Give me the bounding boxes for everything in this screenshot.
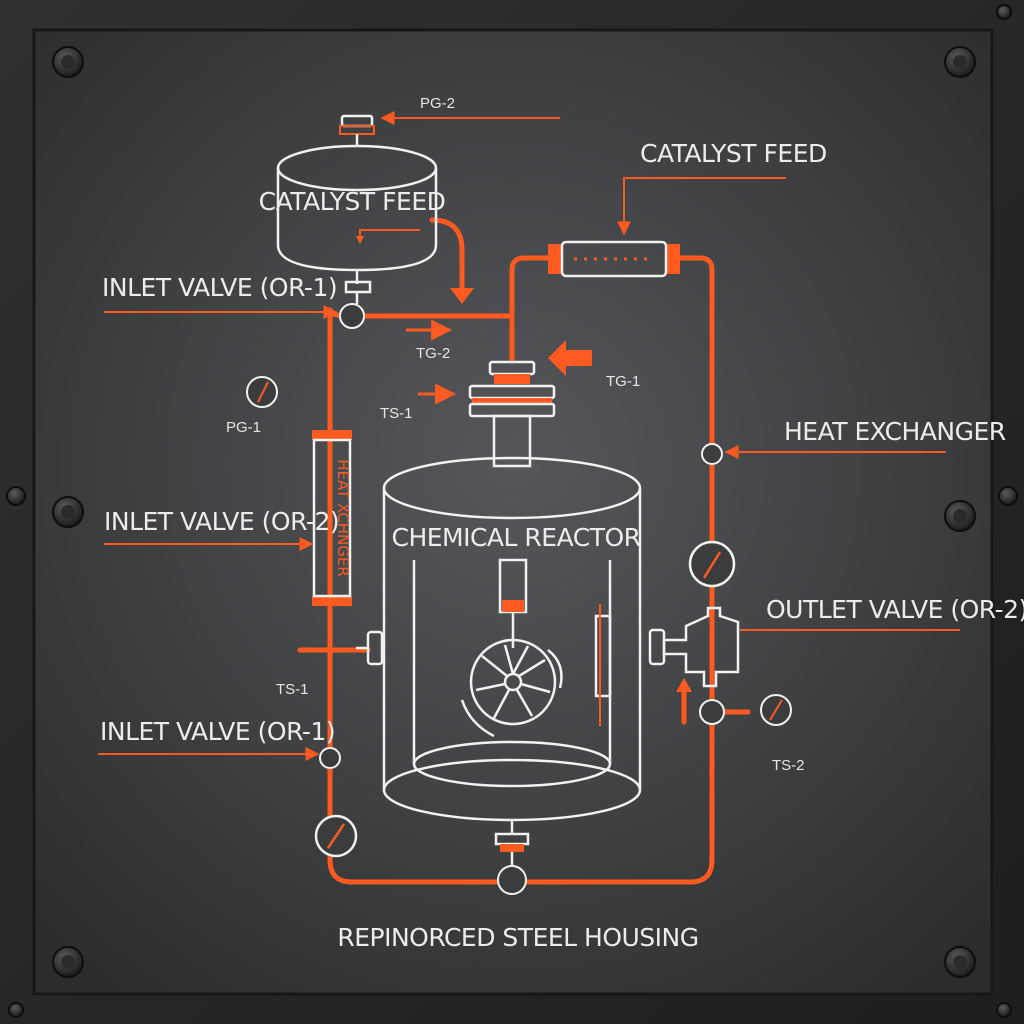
catalyst-drop-pipe	[429, 217, 465, 295]
ts1-bottom-label: TS-1	[276, 681, 309, 698]
pressure-gauge-icon	[246, 376, 278, 408]
pressure-gauge-icon	[688, 540, 736, 588]
tank-internal-arrow	[356, 236, 364, 244]
inlet-valve-bottom-label: INLET VALVE (OR-1)	[100, 717, 335, 746]
tg1-inflow-arrow	[548, 340, 592, 376]
hex-bolt-icon	[52, 46, 84, 78]
valve-icon[interactable]	[497, 865, 527, 895]
pg2-label: PG-2	[420, 95, 455, 112]
inline-valves	[319, 303, 725, 895]
nozzle-flange-seal	[472, 398, 552, 404]
hex-bolt-icon	[6, 486, 26, 506]
inlet-valve-top-label: INLET VALVE (OR-1)	[102, 273, 337, 302]
inlet-valve-mid-label: INLET VALVE (OR-2)	[104, 507, 339, 536]
hx-right-flange	[666, 244, 680, 274]
pg1-label: PG-1	[226, 419, 261, 436]
catalyst-feed-tank-label: CATALYST FEED	[259, 187, 446, 216]
valve-icon[interactable]	[699, 699, 725, 725]
vhx-body	[312, 438, 352, 598]
ts1-top-label: TS-1	[380, 405, 413, 422]
hex-bolt-icon	[52, 946, 84, 978]
ts2-label: TS-2	[772, 757, 805, 774]
hex-bolt-icon	[8, 1002, 24, 1018]
labels: PG-2 CATALYST FEED INLET VALVE (OR-1) TG…	[100, 95, 1024, 952]
nozzle-neck	[492, 414, 532, 468]
hex-bolt-icon	[944, 500, 976, 532]
agitator-drive-seal	[502, 600, 524, 612]
hex-bolt-icon	[944, 46, 976, 78]
tg2-label: TG-2	[416, 345, 450, 362]
valve-icon[interactable]	[319, 747, 341, 769]
reactor-top-ellipse	[382, 456, 642, 520]
pressure-gauge-icon	[314, 814, 358, 858]
bolts	[6, 4, 1018, 1018]
nozzle-ring	[494, 374, 530, 384]
pressure-gauge-icon	[760, 694, 792, 726]
gauges	[246, 376, 792, 858]
tg1-label: TG-1	[606, 373, 640, 390]
reactor-walls	[382, 488, 642, 790]
hex-bolt-icon	[996, 4, 1012, 20]
tank-internal-line	[359, 229, 420, 236]
hex-bolt-icon	[52, 496, 84, 528]
vhx-top-flange	[312, 430, 352, 440]
catalyst-drop-arrow	[450, 288, 474, 304]
housing-label: REPINORCED STEEL HOUSING	[337, 923, 698, 952]
catalyst-feed-pointer	[617, 177, 786, 236]
hex-bolt-icon	[998, 486, 1018, 506]
hx-body	[560, 240, 668, 278]
heat-exchanger-label: HEAT EXCHANGER	[784, 417, 1006, 446]
reactor-top-nozzle	[468, 340, 592, 468]
impeller-icon	[460, 638, 563, 738]
callout-arrows	[98, 111, 960, 761]
sight-glass	[594, 614, 612, 698]
hx-left-flange	[548, 244, 562, 274]
heat-exchanger-vertical: HEAT XCHNGER	[312, 430, 352, 606]
main-pipe-loop	[327, 255, 715, 885]
vhx-label: HEAT XCHNGER	[334, 459, 352, 576]
reactor-drain-seal	[500, 844, 524, 852]
valve-icon[interactable]	[701, 443, 723, 465]
vhx-bottom-flange	[312, 596, 352, 606]
reactor-riser-pipe	[509, 255, 563, 363]
chemical-reactor: CHEMICAL REACTOR	[356, 456, 740, 866]
hex-bolt-icon	[944, 946, 976, 978]
reactor-label: CHEMICAL REACTOR	[391, 523, 640, 552]
heat-exchanger-top	[548, 240, 680, 278]
catalyst-feed-tank: CATALYST FEED	[259, 114, 446, 304]
tank-lid	[276, 144, 438, 192]
valve-icon[interactable]	[339, 303, 365, 329]
hex-bolt-icon	[996, 1002, 1012, 1018]
catalyst-feed-label: CATALYST FEED	[640, 139, 827, 168]
outlet-valve-body[interactable]	[662, 606, 740, 688]
outlet-valve-label: OUTLET VALVE (OR-2)	[766, 595, 1024, 624]
flow-up-arrow	[676, 678, 692, 692]
